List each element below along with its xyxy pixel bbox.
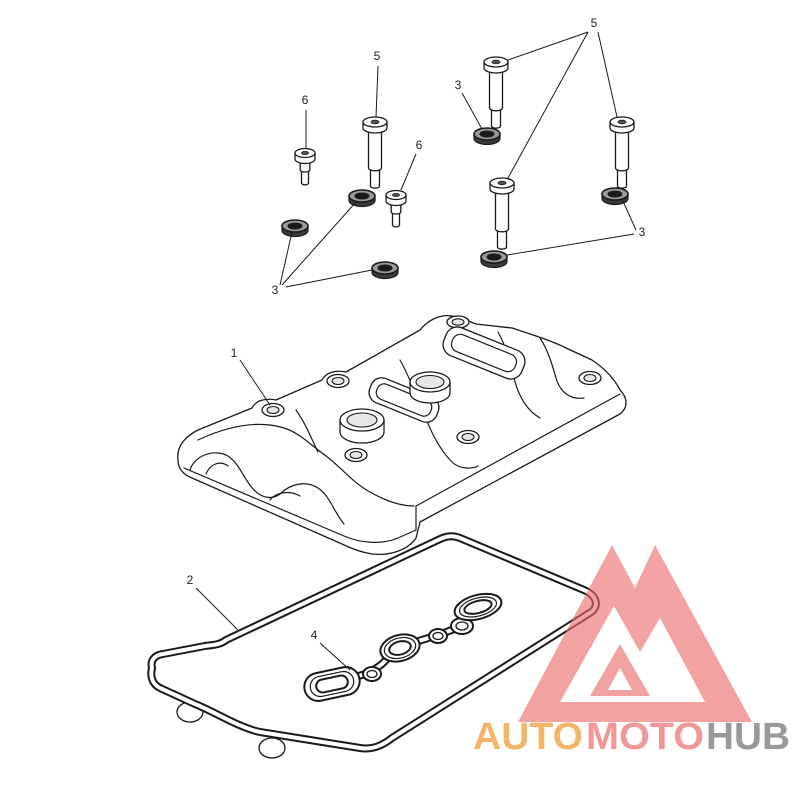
leader-line <box>507 31 589 61</box>
watermark-text-auto: AUTO <box>473 716 583 758</box>
plug-gasket-ring <box>453 592 503 622</box>
leader-line <box>597 31 618 118</box>
plug-gasket-ring <box>362 666 382 682</box>
short-flange-bolt <box>294 147 316 186</box>
leader-line <box>506 233 635 256</box>
callout-label-washer: 3 <box>455 78 462 92</box>
leader-line <box>507 31 589 179</box>
sealing-washer <box>480 250 508 269</box>
sealing-washer <box>473 127 501 146</box>
cover-bolt-hole <box>446 315 470 329</box>
sealing-washer <box>371 261 399 280</box>
cover-ridge-line <box>539 337 585 399</box>
long-flange-bolt <box>489 177 515 250</box>
cover-plug-opening <box>442 326 526 380</box>
leader-line <box>281 201 357 286</box>
cover-bolt-hole <box>344 447 368 463</box>
leader-line <box>285 269 373 288</box>
callout-label-valve-cover: 1 <box>231 346 238 360</box>
gasket-plug-lug <box>258 737 286 759</box>
leader-line <box>375 65 379 118</box>
callout-label-short-bolt: 6 <box>416 138 423 152</box>
plug-gasket-ring <box>428 628 448 644</box>
cover-front-flange-line <box>183 467 417 543</box>
sealing-washer <box>281 219 309 238</box>
cover-ridge-line <box>295 409 319 453</box>
sealing-washer <box>601 187 629 206</box>
cover-bolt-hole <box>456 429 480 445</box>
valve-cover-body <box>177 314 627 556</box>
plug-gasket-ring <box>303 666 361 702</box>
callout-label-cover-gasket: 2 <box>187 573 194 587</box>
cover-cam-lobes <box>189 452 345 525</box>
callout-label-plug-gasket: 4 <box>311 628 318 642</box>
cover-top-edge-line <box>197 423 415 507</box>
callout-label-bolt: 5 <box>591 16 598 30</box>
long-flange-bolt <box>483 56 509 129</box>
short-flange-bolt <box>385 189 407 228</box>
watermark-text-moto: MOTO <box>586 716 704 758</box>
watermark-text-hub: HUB <box>706 716 790 758</box>
leader-lines <box>195 31 637 671</box>
sealing-washer <box>348 189 376 208</box>
cover-spark-plug-well <box>409 371 451 404</box>
callout-label-short-bolt: 6 <box>302 93 309 107</box>
washers <box>281 127 629 280</box>
callout-label-washer: 3 <box>272 283 279 297</box>
cover-bolt-hole <box>261 402 285 418</box>
cover-side-flange-line <box>415 393 621 531</box>
valve-cover <box>177 314 627 556</box>
leader-line <box>195 587 239 631</box>
leader-line <box>279 231 293 286</box>
leader-line <box>239 359 271 406</box>
automotohub-triangle-logo-icon <box>518 545 752 722</box>
leader-line <box>319 642 351 671</box>
cover-plug-opening <box>368 377 440 423</box>
callout-label-bolt: 5 <box>374 49 381 63</box>
cover-bolt-hole <box>326 373 350 389</box>
spark-plug-gasket <box>303 592 503 702</box>
cover-bolt-hole <box>578 370 602 386</box>
long-flange-bolt <box>362 116 388 189</box>
bolts <box>294 56 635 250</box>
callout-label-washer: 3 <box>639 225 646 239</box>
cover-cam-lobes <box>205 462 301 501</box>
watermark: AUTO MOTO HUB <box>473 545 790 758</box>
callout-labels: 5 6 5 3 6 3 3 1 2 4 <box>187 16 646 642</box>
leader-line <box>400 153 417 191</box>
leader-line <box>621 198 637 231</box>
cover-spark-plug-well <box>339 408 385 444</box>
plug-gasket-ring <box>379 633 421 663</box>
leader-line <box>461 92 483 130</box>
long-flange-bolt <box>609 116 635 189</box>
